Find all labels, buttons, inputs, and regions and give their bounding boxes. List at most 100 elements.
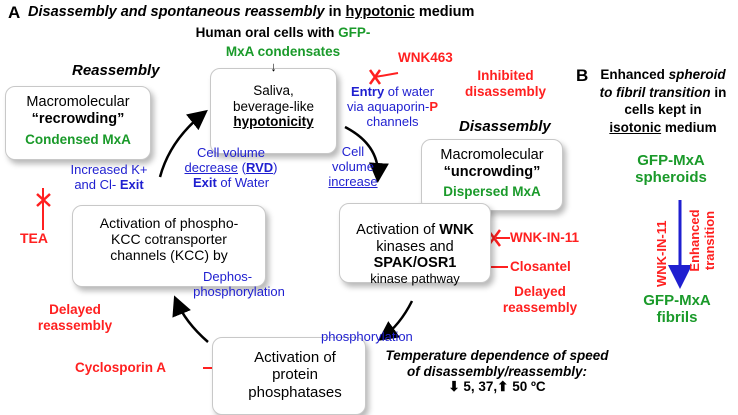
water-entry-text: Entry of water via aquaporin-P channels <box>340 84 445 130</box>
kcc-box <box>72 205 266 287</box>
panel-b-line4a: isotonic <box>609 119 662 135</box>
temperature-line3: ⬇ 5, 37,⬆ 50 ºC <box>448 379 546 395</box>
entry-line2a: via aquaporin- <box>346 98 430 114</box>
wnk-line1a: Activation of <box>356 222 440 238</box>
down-arrow: ↓ <box>270 59 277 74</box>
entry-line3: channels <box>366 113 419 129</box>
phosphatases-box <box>212 337 366 415</box>
panel-b-line4b: medium <box>661 119 717 135</box>
arrow-to-saliva <box>158 109 208 178</box>
spheroids-line2: spheroids <box>635 169 707 187</box>
saliva-line1: Saliva, <box>253 83 294 98</box>
arrow-to-phosphatases <box>377 300 414 341</box>
cells-line1a: Human oral cells with <box>195 25 339 40</box>
uncrowding-box <box>421 139 563 211</box>
phosphatases-line1: Activation of <box>254 349 336 366</box>
uncrowding-line1: Macromolecular <box>440 147 544 163</box>
fibrils-line2: fibrils <box>656 309 698 327</box>
delayed-left-line2: reassembly <box>37 317 113 333</box>
ion-exit-line2b: Exit <box>119 176 144 192</box>
panel-b-line1a: Enhanced <box>600 67 669 82</box>
cells-line1b: GFP- <box>338 25 371 40</box>
panel-b-line2b: in <box>710 84 727 100</box>
panel-b-title: Enhanced spheroid to fibril transition i… <box>588 66 738 136</box>
rvd-line2d: ) <box>273 159 278 175</box>
panel-a-title: Disassembly and spontaneous reassembly i… <box>28 4 474 21</box>
recrowding-box <box>5 86 151 160</box>
phosphatases-line2: protein <box>272 366 318 384</box>
ion-exit-line1: Increased K+ <box>70 162 148 177</box>
arrow-to-disassembly <box>344 125 389 183</box>
rvd-line2c: RVD <box>245 159 274 175</box>
cyclosporin-label: Cyclosporin A <box>75 360 167 375</box>
volume-increase-line1: Cell <box>341 144 365 159</box>
recrowding-text: Macromolecular “recrowding” Condensed Mx… <box>5 94 151 148</box>
tea-label: TEA <box>20 230 48 246</box>
dephos-line2: phosphorylation <box>193 283 285 299</box>
temperature-line2: of disassembly/reassembly: <box>406 363 588 379</box>
closantel-label: Closantel <box>510 259 571 274</box>
wnk-line2: kinases and <box>376 238 454 255</box>
kcc-line2: KCC cotransporter <box>111 231 227 248</box>
delayed-right-line2: reassembly <box>502 299 578 315</box>
inhibited-label: Inhibited disassembly <box>448 68 563 99</box>
uncrowding-text: Macromolecular “uncrowding” Dispersed Mx… <box>421 147 563 200</box>
panel-a-title-part3: hypotonic <box>345 4 415 20</box>
panel-b-letter: B <box>576 66 589 85</box>
panel-a-title-part1: Disassembly and spontaneous reassembly <box>28 4 325 20</box>
phosphatases-text: Activation of protein phosphatases <box>222 349 368 401</box>
panel-a-letter: A <box>8 3 21 22</box>
kcc-line1: Activation of phospho- <box>99 215 239 231</box>
wnk463-line <box>374 72 399 78</box>
saliva-text: Saliva, beverage-like hypotonicity <box>210 83 337 130</box>
saliva-box <box>210 68 337 154</box>
recrowding-line3: Condensed MxA <box>25 132 131 148</box>
fibrils-line1: GFP-MxA <box>643 292 711 309</box>
cells-line2: MxA condensates <box>225 43 341 59</box>
inhibited-line1: Inhibited <box>477 68 534 83</box>
saliva-line2: beverage-like <box>232 98 315 114</box>
rvd-line2a: decrease <box>184 159 238 175</box>
recrowding-line2: “recrowding” <box>31 110 125 127</box>
volume-increase-text: Cell volume increase <box>318 144 388 190</box>
enhanced-transition: Enhanced transition <box>687 198 718 283</box>
uncrowding-line3: Dispersed MxA <box>443 184 541 200</box>
wnk463-label: WNK463 <box>398 50 453 65</box>
panel-a-title-part2: in <box>324 4 346 20</box>
wnk463-x <box>368 69 382 85</box>
phosphatases-line3: phosphatases <box>248 383 342 401</box>
dephos-line1: Dephos- <box>203 269 253 284</box>
inhibited-line2: disassembly <box>464 83 547 99</box>
spheroids-label: GFP-MxA spheroids <box>612 152 730 187</box>
wnk-line4: kinase pathway <box>370 271 460 287</box>
rvd-text: Cell volume decrease (RVD) Exit of Water <box>165 145 297 191</box>
saliva-line3: hypotonicity <box>233 114 314 130</box>
recrowding-line1: Macromolecular <box>26 94 130 110</box>
panel-b-line2a: to fibril transition <box>599 84 711 100</box>
uncrowding-line2: “uncrowding” <box>443 163 541 180</box>
entry-part2: of water <box>384 84 435 99</box>
temperature-text: Temperature dependence of speed of disas… <box>372 348 622 395</box>
enhanced-label: Enhanced <box>687 209 702 272</box>
volume-increase-line2: volume <box>332 158 374 174</box>
delayed-left-line1: Delayed <box>49 302 101 317</box>
rvd-line3b: of Water <box>216 174 270 190</box>
wnk-box <box>339 203 491 283</box>
wnk-text: Activation of WNK kinases and SPAK/OSR1 … <box>339 222 491 287</box>
ion-exit-text: Increased K+ and Cl- Exit <box>64 162 154 193</box>
rvd-line3a: Exit <box>192 174 217 190</box>
panel-b-line1b: spheroid <box>668 67 726 82</box>
disassembly-heading: Disassembly <box>459 118 551 135</box>
volume-increase-line3: increase <box>328 173 378 189</box>
rvd-line2b: ( <box>237 159 246 175</box>
wnk-in-11-label: WNK-IN-11 <box>510 230 580 245</box>
dephos-text: Dephos- phosphorylation <box>188 269 290 300</box>
spheroids-line1: GFP-MxA <box>637 152 705 169</box>
entry-line2b: P <box>429 98 439 114</box>
phosphorylation-text: phosphorylation <box>321 329 413 344</box>
delayed-reassembly-left: Delayed reassembly <box>25 302 125 333</box>
fibrils-label: GFP-MxA fibrils <box>622 292 732 327</box>
entry-part1: Entry <box>350 84 385 99</box>
wnk-line3: SPAK/OSR1 <box>373 255 457 272</box>
panel-b-line3: cells kept in <box>624 102 702 118</box>
